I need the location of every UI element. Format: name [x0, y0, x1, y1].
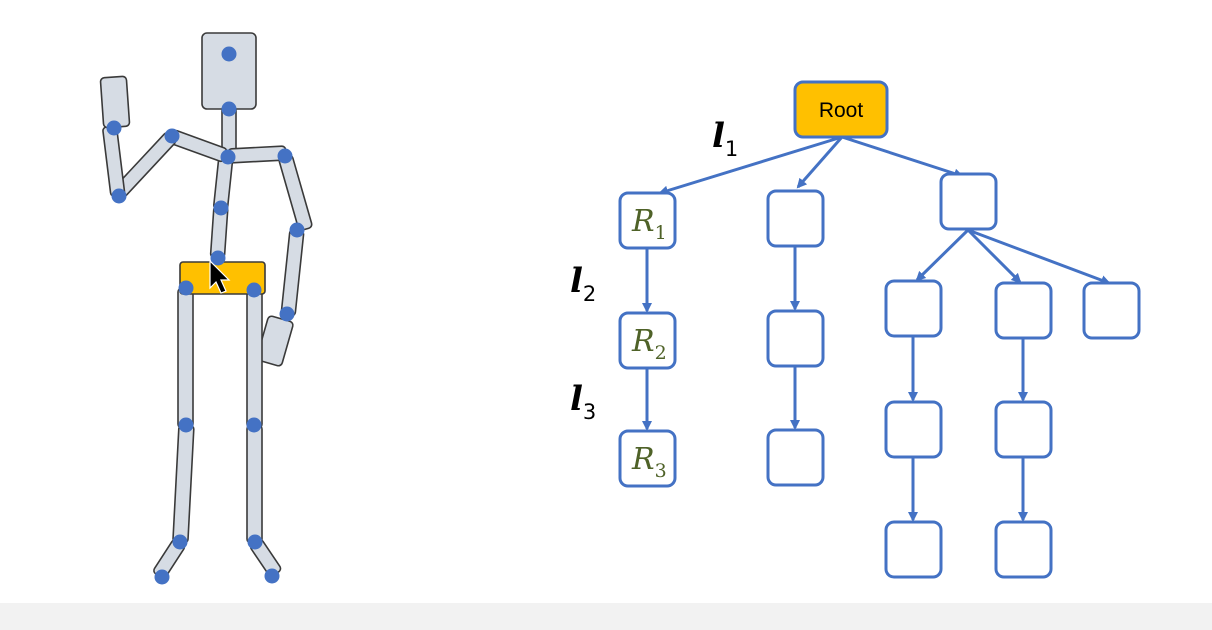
- tree-node-d1: [884, 279, 943, 338]
- edge-c1-d2: [966, 228, 1022, 284]
- right-knee-joint: [246, 417, 262, 433]
- bottom-bar: [0, 603, 1212, 630]
- edge-c1-d1: [915, 228, 970, 282]
- right-ankle-joint: [247, 534, 263, 550]
- left-hip-joint: [178, 280, 194, 296]
- spine-joint: [213, 200, 229, 216]
- left-shoulder-joint: [164, 128, 180, 144]
- tree-node-d3: [1082, 281, 1141, 340]
- edge-root-r1: [658, 135, 843, 196]
- right-hip-joint: [246, 282, 262, 298]
- right-elbow-joint: [289, 222, 305, 238]
- root-node-label: Root: [819, 99, 864, 122]
- right-toe-joint: [264, 568, 280, 584]
- tree-node-b2: [766, 309, 825, 368]
- left-knee-joint: [178, 417, 194, 433]
- node-r1-label: R1: [631, 204, 667, 244]
- left-toe-joint: [154, 569, 170, 585]
- link-label-l2: l2: [570, 261, 596, 306]
- hip-joint: [210, 250, 226, 266]
- edge-c1-d3: [967, 228, 1111, 285]
- mouse-pointer-icon: [209, 259, 231, 294]
- node-r3-label: R3: [631, 442, 667, 482]
- right-shoulder-joint: [277, 148, 293, 164]
- node-r2-label: R2: [631, 324, 667, 364]
- link-label-l3: l3: [570, 379, 596, 424]
- edge-root-c1: [841, 135, 964, 179]
- tree-node-b1: [766, 189, 825, 248]
- neck-joint: [221, 101, 237, 117]
- link-label-l1: l1: [712, 116, 738, 161]
- edge-root-b1: [796, 136, 844, 189]
- tree-root-node: [793, 80, 889, 139]
- tree-node-d2: [994, 281, 1053, 340]
- tree-node-e1: [884, 400, 943, 459]
- tree-node-c1: [939, 172, 998, 231]
- head-joint: [221, 46, 237, 62]
- tree-node-b3: [766, 428, 825, 487]
- tree-node-r1: [618, 191, 677, 250]
- tree-node-f1: [884, 520, 943, 579]
- tree-node-r2: [618, 311, 677, 370]
- tree-node-r3: [618, 429, 677, 488]
- left-ankle-joint: [172, 534, 188, 550]
- right-wrist-joint: [279, 306, 295, 322]
- left-wrist-joint: [106, 120, 122, 136]
- left-elbow-joint: [111, 188, 127, 204]
- tree-node-f2: [994, 520, 1053, 579]
- tree-node-e2: [994, 400, 1053, 459]
- chest-joint: [220, 149, 236, 165]
